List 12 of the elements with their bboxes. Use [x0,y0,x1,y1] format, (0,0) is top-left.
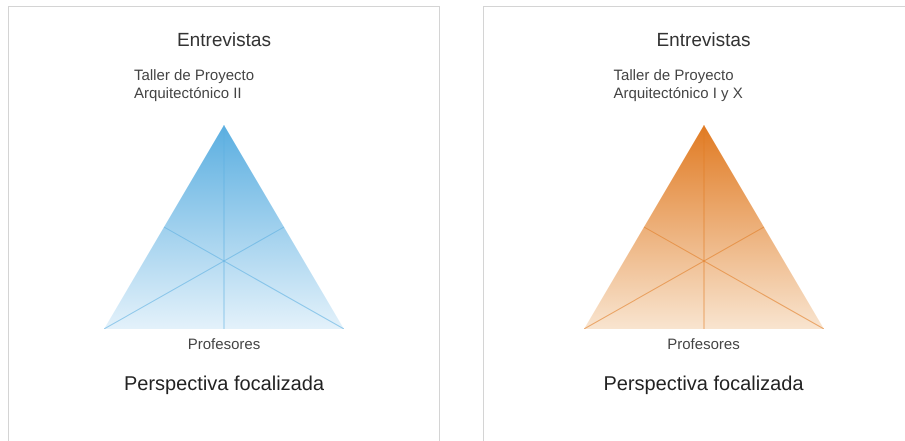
vertex-label: Taller de Proyecto Arquitectónico I y X [614,67,744,103]
caption-text: Perspectiva focalizada [603,372,804,397]
heading-text: Entrevistas [177,29,271,53]
caption-text: Perspectiva focalizada [124,372,324,397]
vertex-label: Taller de Proyecto Arquitectónico II [134,67,256,103]
panel [8,6,440,441]
vertex-label: Profesores [188,335,260,355]
triangle-shape [104,125,344,329]
vertex-label: Profesores [667,335,740,355]
heading-text: Entrevistas [656,29,750,53]
panel [483,6,905,441]
triangle-shape [584,125,824,329]
